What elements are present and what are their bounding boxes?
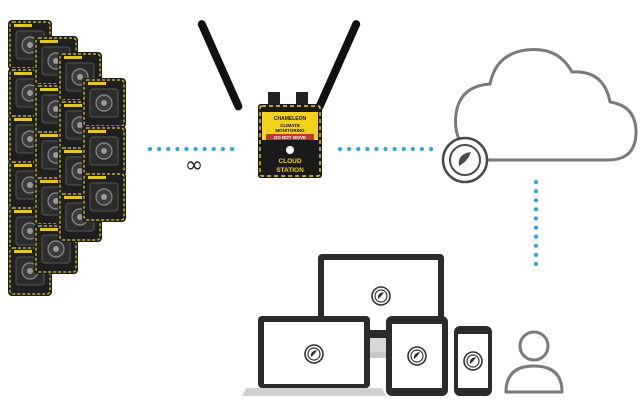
gateway-warning-3: DO NOT MOVE [274, 135, 306, 140]
sensor-gateway-link: ∞ [148, 147, 242, 178]
user-icon [504, 330, 564, 394]
gateway-warning-1: CLIMATE [280, 123, 300, 128]
app-logo-icon [304, 344, 324, 364]
gateway-warning-2: MONITORING [275, 128, 305, 133]
infinity-symbol: ∞ [185, 153, 203, 178]
gateway-label-2: STATION [276, 167, 304, 174]
sensor-stack-icon [7, 19, 127, 297]
gateway-icon: CHAMELEON CLIMATE MONITORING DO NOT MOVE… [197, 20, 361, 178]
cloud-icon [441, 47, 638, 184]
phone-icon [454, 326, 492, 396]
gateway-label-1: CLOUD [278, 158, 301, 165]
app-logo-icon [458, 152, 471, 166]
gateway-brand: CHAMELEON [274, 116, 307, 122]
app-logo-icon [371, 286, 391, 306]
tablet-icon [386, 316, 448, 396]
laptop-icon [242, 316, 386, 396]
app-logo-icon [407, 346, 427, 366]
sensor-column-4 [81, 77, 127, 223]
app-logo-icon [463, 351, 483, 371]
